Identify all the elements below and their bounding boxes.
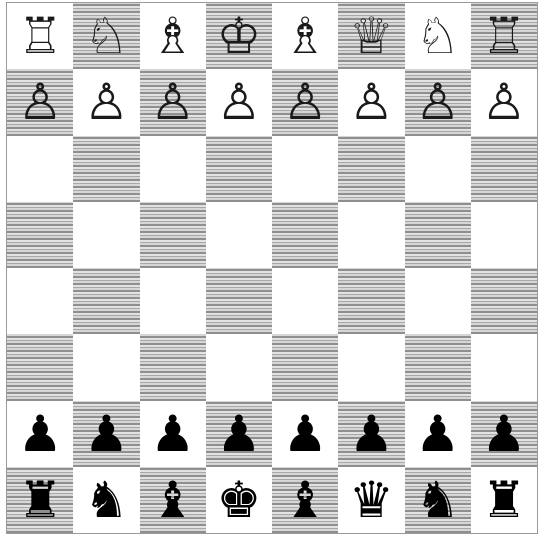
square-e2[interactable]: ♟	[272, 401, 338, 467]
white-bishop-icon[interactable]: ♗	[140, 3, 206, 69]
square-h5[interactable]	[471, 202, 537, 268]
square-g1[interactable]: ♞	[405, 467, 471, 533]
black-pawn-icon[interactable]: ♟	[73, 401, 139, 467]
black-bishop-icon[interactable]: ♝	[272, 467, 338, 533]
white-pawn-icon[interactable]: ♙	[405, 69, 471, 135]
square-b6[interactable]	[73, 136, 139, 202]
black-pawn-icon[interactable]: ♟	[272, 401, 338, 467]
square-d2[interactable]: ♟	[206, 401, 272, 467]
white-rook-icon[interactable]: ♖	[7, 3, 73, 69]
square-g2[interactable]: ♟	[405, 401, 471, 467]
white-bishop-icon[interactable]: ♗	[272, 3, 338, 69]
square-f6[interactable]	[338, 136, 404, 202]
square-a8[interactable]: ♖	[7, 3, 73, 69]
square-d5[interactable]	[206, 202, 272, 268]
square-e8[interactable]: ♗	[272, 3, 338, 69]
white-pawn-icon[interactable]: ♙	[206, 69, 272, 135]
square-c4[interactable]	[140, 268, 206, 334]
black-queen-icon[interactable]: ♛	[338, 467, 404, 533]
square-h3[interactable]	[471, 334, 537, 400]
square-h1[interactable]: ♜	[471, 467, 537, 533]
square-h2[interactable]: ♟	[471, 401, 537, 467]
square-b5[interactable]	[73, 202, 139, 268]
square-c2[interactable]: ♟	[140, 401, 206, 467]
square-f7[interactable]: ♙	[338, 69, 404, 135]
square-d7[interactable]: ♙	[206, 69, 272, 135]
square-a6[interactable]	[7, 136, 73, 202]
square-f2[interactable]: ♟	[338, 401, 404, 467]
black-bishop-icon[interactable]: ♝	[140, 467, 206, 533]
chess-board: ♖♘♗♔♗♕♘♖♙♙♙♙♙♙♙♙♟♟♟♟♟♟♟♟♜♞♝♚♝♛♞♜	[6, 2, 538, 534]
square-g6[interactable]	[405, 136, 471, 202]
square-d1[interactable]: ♚	[206, 467, 272, 533]
square-e5[interactable]	[272, 202, 338, 268]
square-a4[interactable]	[7, 268, 73, 334]
square-c6[interactable]	[140, 136, 206, 202]
white-rook-icon[interactable]: ♖	[471, 3, 537, 69]
white-pawn-icon[interactable]: ♙	[338, 69, 404, 135]
square-h6[interactable]	[471, 136, 537, 202]
square-g3[interactable]	[405, 334, 471, 400]
square-b1[interactable]: ♞	[73, 467, 139, 533]
white-pawn-icon[interactable]: ♙	[140, 69, 206, 135]
square-e7[interactable]: ♙	[272, 69, 338, 135]
square-b8[interactable]: ♘	[73, 3, 139, 69]
white-pawn-icon[interactable]: ♙	[73, 69, 139, 135]
square-e3[interactable]	[272, 334, 338, 400]
square-h8[interactable]: ♖	[471, 3, 537, 69]
black-pawn-icon[interactable]: ♟	[7, 401, 73, 467]
square-e6[interactable]	[272, 136, 338, 202]
white-king-icon[interactable]: ♔	[206, 3, 272, 69]
square-d4[interactable]	[206, 268, 272, 334]
square-e1[interactable]: ♝	[272, 467, 338, 533]
square-a7[interactable]: ♙	[7, 69, 73, 135]
white-queen-icon[interactable]: ♕	[338, 3, 404, 69]
square-b3[interactable]	[73, 334, 139, 400]
white-pawn-icon[interactable]: ♙	[272, 69, 338, 135]
white-pawn-icon[interactable]: ♙	[471, 69, 537, 135]
square-c7[interactable]: ♙	[140, 69, 206, 135]
black-king-icon[interactable]: ♚	[206, 467, 272, 533]
white-knight-icon[interactable]: ♘	[73, 3, 139, 69]
square-g5[interactable]	[405, 202, 471, 268]
square-d6[interactable]	[206, 136, 272, 202]
square-c8[interactable]: ♗	[140, 3, 206, 69]
black-pawn-icon[interactable]: ♟	[471, 401, 537, 467]
black-knight-icon[interactable]: ♞	[73, 467, 139, 533]
square-e4[interactable]	[272, 268, 338, 334]
white-pawn-icon[interactable]: ♙	[7, 69, 73, 135]
square-f1[interactable]: ♛	[338, 467, 404, 533]
square-g8[interactable]: ♘	[405, 3, 471, 69]
black-pawn-icon[interactable]: ♟	[140, 401, 206, 467]
square-a2[interactable]: ♟	[7, 401, 73, 467]
square-c3[interactable]	[140, 334, 206, 400]
square-d3[interactable]	[206, 334, 272, 400]
square-f3[interactable]	[338, 334, 404, 400]
black-pawn-icon[interactable]: ♟	[206, 401, 272, 467]
square-g7[interactable]: ♙	[405, 69, 471, 135]
square-b2[interactable]: ♟	[73, 401, 139, 467]
black-knight-icon[interactable]: ♞	[405, 467, 471, 533]
square-g4[interactable]	[405, 268, 471, 334]
square-h4[interactable]	[471, 268, 537, 334]
black-pawn-icon[interactable]: ♟	[338, 401, 404, 467]
square-c1[interactable]: ♝	[140, 467, 206, 533]
square-a3[interactable]	[7, 334, 73, 400]
square-b4[interactable]	[73, 268, 139, 334]
square-d8[interactable]: ♔	[206, 3, 272, 69]
black-pawn-icon[interactable]: ♟	[405, 401, 471, 467]
square-f5[interactable]	[338, 202, 404, 268]
square-a5[interactable]	[7, 202, 73, 268]
square-h7[interactable]: ♙	[471, 69, 537, 135]
square-c5[interactable]	[140, 202, 206, 268]
square-f4[interactable]	[338, 268, 404, 334]
black-rook-icon[interactable]: ♜	[7, 467, 73, 533]
square-f8[interactable]: ♕	[338, 3, 404, 69]
white-knight-icon[interactable]: ♘	[405, 3, 471, 69]
square-a1[interactable]: ♜	[7, 467, 73, 533]
black-rook-icon[interactable]: ♜	[471, 467, 537, 533]
square-b7[interactable]: ♙	[73, 69, 139, 135]
